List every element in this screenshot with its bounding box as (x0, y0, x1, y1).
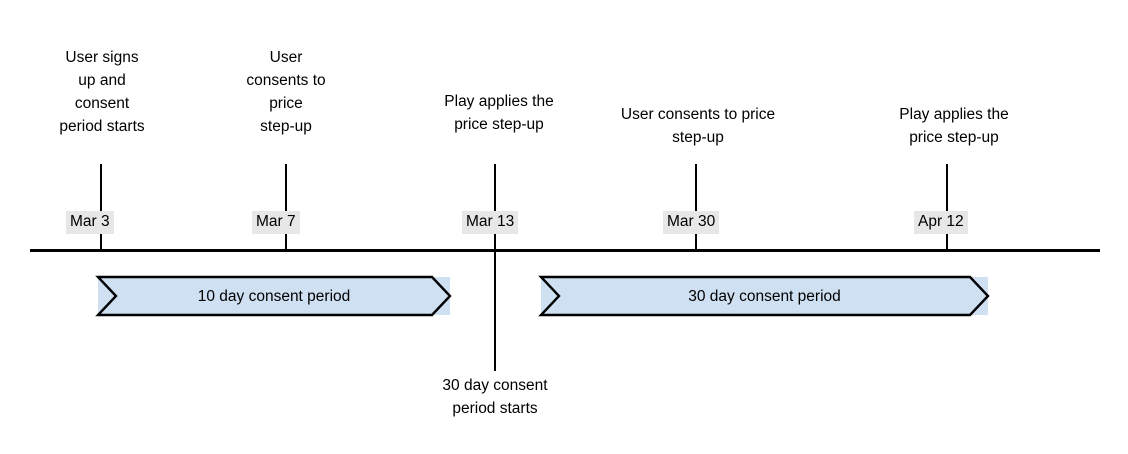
event-caption-signup: User signs up and consent period starts (59, 49, 145, 135)
event-date-consent-10day: Mar 7 (252, 211, 300, 234)
consent-band-label-30-day: 30 day consent period (688, 287, 841, 305)
below-axis-note-30day-start: 30 day consent period starts (442, 377, 548, 417)
consent-band-10-day: 10 day consent period (95, 275, 452, 317)
event-date-stepup-applied-1: Mar 13 (462, 211, 519, 234)
event-tick-stepup-applied-2 (946, 164, 948, 250)
chevron-shape-10-day (95, 275, 452, 317)
event-caption-consent-10day: User consents to price step-up (246, 49, 326, 135)
event-tick-consent-30day (695, 164, 697, 250)
event-tick-consent-10day (285, 164, 287, 250)
chevron-shape-30-day (538, 275, 990, 317)
event-date-consent-30day: Mar 30 (663, 211, 720, 234)
event-caption-stepup-applied-1: Play applies the price step-up (444, 93, 554, 133)
event-caption-consent-30day: User consents to price step-up (620, 106, 776, 146)
event-caption-stepup-applied-2: Play applies the price step-up (899, 106, 1009, 146)
event-tick-stepup-applied-1 (494, 164, 496, 371)
event-tick-signup (100, 164, 102, 250)
consent-band-30-day: 30 day consent period (538, 275, 990, 317)
event-date-signup: Mar 3 (66, 211, 114, 234)
timeline-axis (30, 249, 1100, 252)
event-date-stepup-applied-2: Apr 12 (914, 211, 968, 234)
consent-band-label-10-day: 10 day consent period (197, 287, 351, 305)
